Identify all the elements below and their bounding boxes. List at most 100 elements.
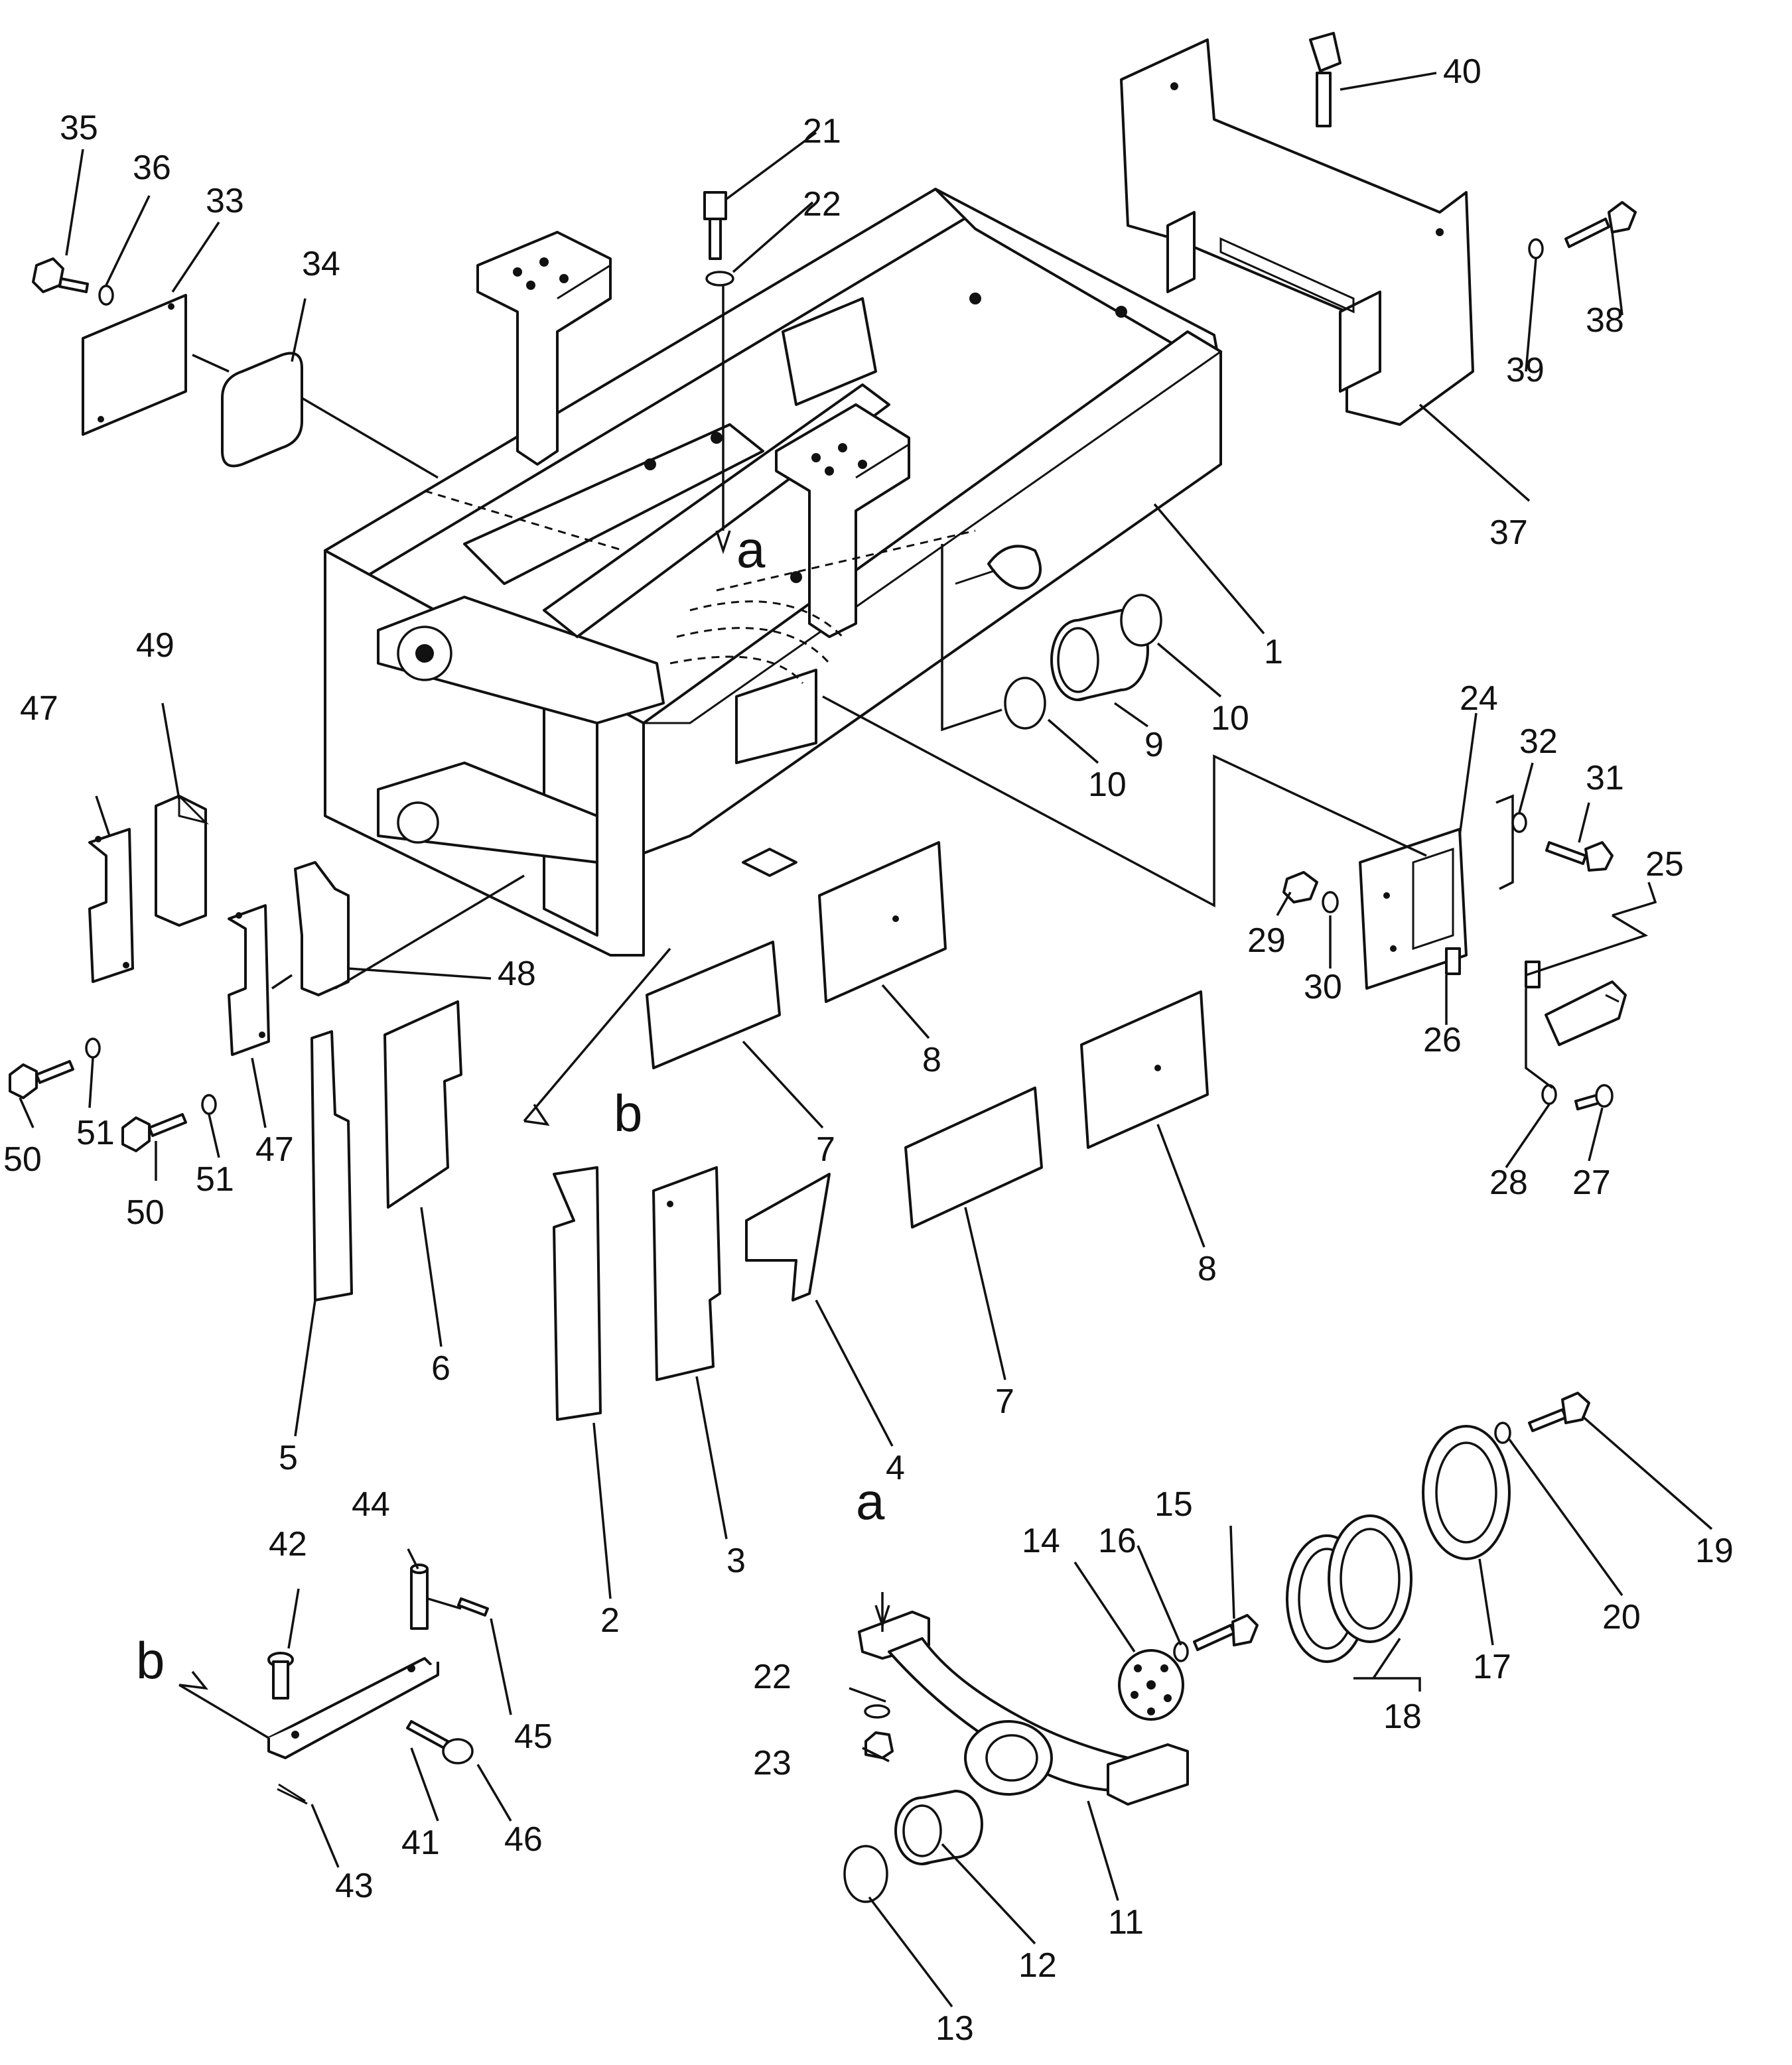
callout-33: 33 (206, 182, 244, 220)
washer-51-a (85, 1037, 101, 1059)
ring-17 (1422, 1425, 1511, 1560)
callout-12: 12 (1018, 1946, 1057, 1985)
bolt-19 (1528, 1392, 1590, 1432)
pin-40 (1309, 32, 1342, 127)
bolt-31 (1545, 841, 1614, 872)
callout-39: 39 (1506, 351, 1545, 389)
block-49 (155, 793, 209, 927)
plate-47-b (228, 904, 270, 1056)
callout-leaders (19, 72, 1713, 2008)
callout-17: 17 (1473, 1648, 1511, 1686)
plate-47-a (88, 828, 134, 983)
callout-8-a: 8 (922, 1041, 941, 1079)
bolt-21 (703, 191, 727, 260)
ring-10-b (1004, 677, 1046, 730)
callout-22-bottom: 22 (753, 1658, 792, 1696)
bolt-50-a (9, 1060, 74, 1099)
callout-18: 18 (1383, 1698, 1422, 1736)
washer-16 (1173, 1641, 1189, 1662)
callout-50-a: 50 (3, 1140, 42, 1179)
pin-46 (406, 1720, 474, 1765)
callout-44: 44 (352, 1485, 390, 1524)
callout-41: 41 (401, 1824, 440, 1862)
washer-39 (1528, 238, 1544, 259)
callout-45: 45 (514, 1717, 553, 1756)
washer-22-bottom (864, 1704, 890, 1719)
callout-11: 11 (1108, 1903, 1144, 1942)
callout-35: 35 (60, 109, 98, 147)
callout-48: 48 (498, 955, 536, 993)
callout-51-b: 51 (196, 1160, 234, 1199)
callout-34: 34 (302, 245, 340, 283)
callout-7-a: 7 (816, 1130, 835, 1169)
callout-20: 20 (1602, 1598, 1641, 1636)
plate-5 (310, 1030, 353, 1301)
bolt-50-b (121, 1113, 187, 1152)
callout-8-b: 8 (1198, 1250, 1217, 1288)
screw-27 (1574, 1084, 1614, 1110)
callout-27: 27 (1572, 1164, 1611, 1202)
callout-10-b: 10 (1088, 766, 1127, 804)
bolt-15 (1193, 1614, 1259, 1651)
plate-26 (1445, 947, 1461, 975)
callout-26: 26 (1423, 1021, 1462, 1059)
bushing-12 (894, 1790, 983, 1865)
bolt-38 (1564, 201, 1637, 248)
ring-13 (843, 1845, 888, 1903)
plate-33 (82, 294, 187, 436)
ref-label-b-bottom: b (136, 1631, 165, 1690)
callout-10-a: 10 (1211, 699, 1249, 738)
link-41 (267, 1657, 439, 1759)
nut-29 (1282, 871, 1318, 903)
pad-8-b (1080, 990, 1209, 1149)
plate-4 (745, 1173, 831, 1301)
block-48 (294, 861, 350, 996)
ref-label-a-bottom: a (856, 1472, 885, 1530)
washer-30 (1322, 891, 1339, 913)
plate-24 (1359, 828, 1468, 990)
callout-22-top: 22 (803, 185, 841, 224)
callout-36: 36 (133, 149, 171, 187)
callout-25: 25 (1645, 845, 1684, 884)
callout-47-a: 47 (20, 689, 58, 728)
callout-7-b: 7 (995, 1382, 1014, 1421)
main-frame (324, 188, 1223, 957)
washer-20 (1494, 1422, 1511, 1444)
nut-23 (864, 1731, 894, 1759)
washer-22-top (705, 271, 734, 287)
counterweight (1120, 38, 1474, 426)
callout-28: 28 (1489, 1164, 1528, 1202)
pad-34 (221, 352, 303, 468)
assembly-lines (178, 285, 1649, 1739)
washer-36 (98, 285, 114, 306)
callout-37: 37 (1489, 513, 1528, 552)
callout-30: 30 (1304, 968, 1342, 1006)
pin-45 (457, 1597, 489, 1617)
washer-28 (1541, 1084, 1557, 1105)
callout-51-a: 51 (76, 1114, 115, 1152)
axle-11 (858, 1611, 1189, 1806)
callout-49: 49 (136, 626, 174, 665)
plate-14 (1118, 1649, 1184, 1721)
callout-42: 42 (269, 1525, 307, 1564)
callout-43: 43 (335, 1867, 374, 1905)
callout-21: 21 (803, 112, 841, 151)
bolt-42 (267, 1652, 294, 1699)
callout-32: 32 (1519, 722, 1558, 761)
callout-5: 5 (279, 1439, 298, 1477)
callout-38: 38 (1586, 301, 1624, 340)
washer-51-b (201, 1094, 217, 1115)
callout-14: 14 (1022, 1522, 1060, 1560)
ref-label-a-top: a (736, 520, 766, 578)
ref-label-b-left: b (614, 1084, 642, 1142)
bolt-35 (32, 257, 89, 293)
plate-6 (383, 1000, 462, 1209)
ring-10-a (1120, 594, 1162, 647)
latch-25 (1545, 980, 1627, 1046)
callout-19: 19 (1695, 1532, 1734, 1570)
callout-6: 6 (431, 1349, 450, 1388)
callout-13: 13 (935, 2009, 974, 2048)
callout-50-b: 50 (126, 1193, 165, 1232)
pin-43 (277, 1783, 308, 1805)
